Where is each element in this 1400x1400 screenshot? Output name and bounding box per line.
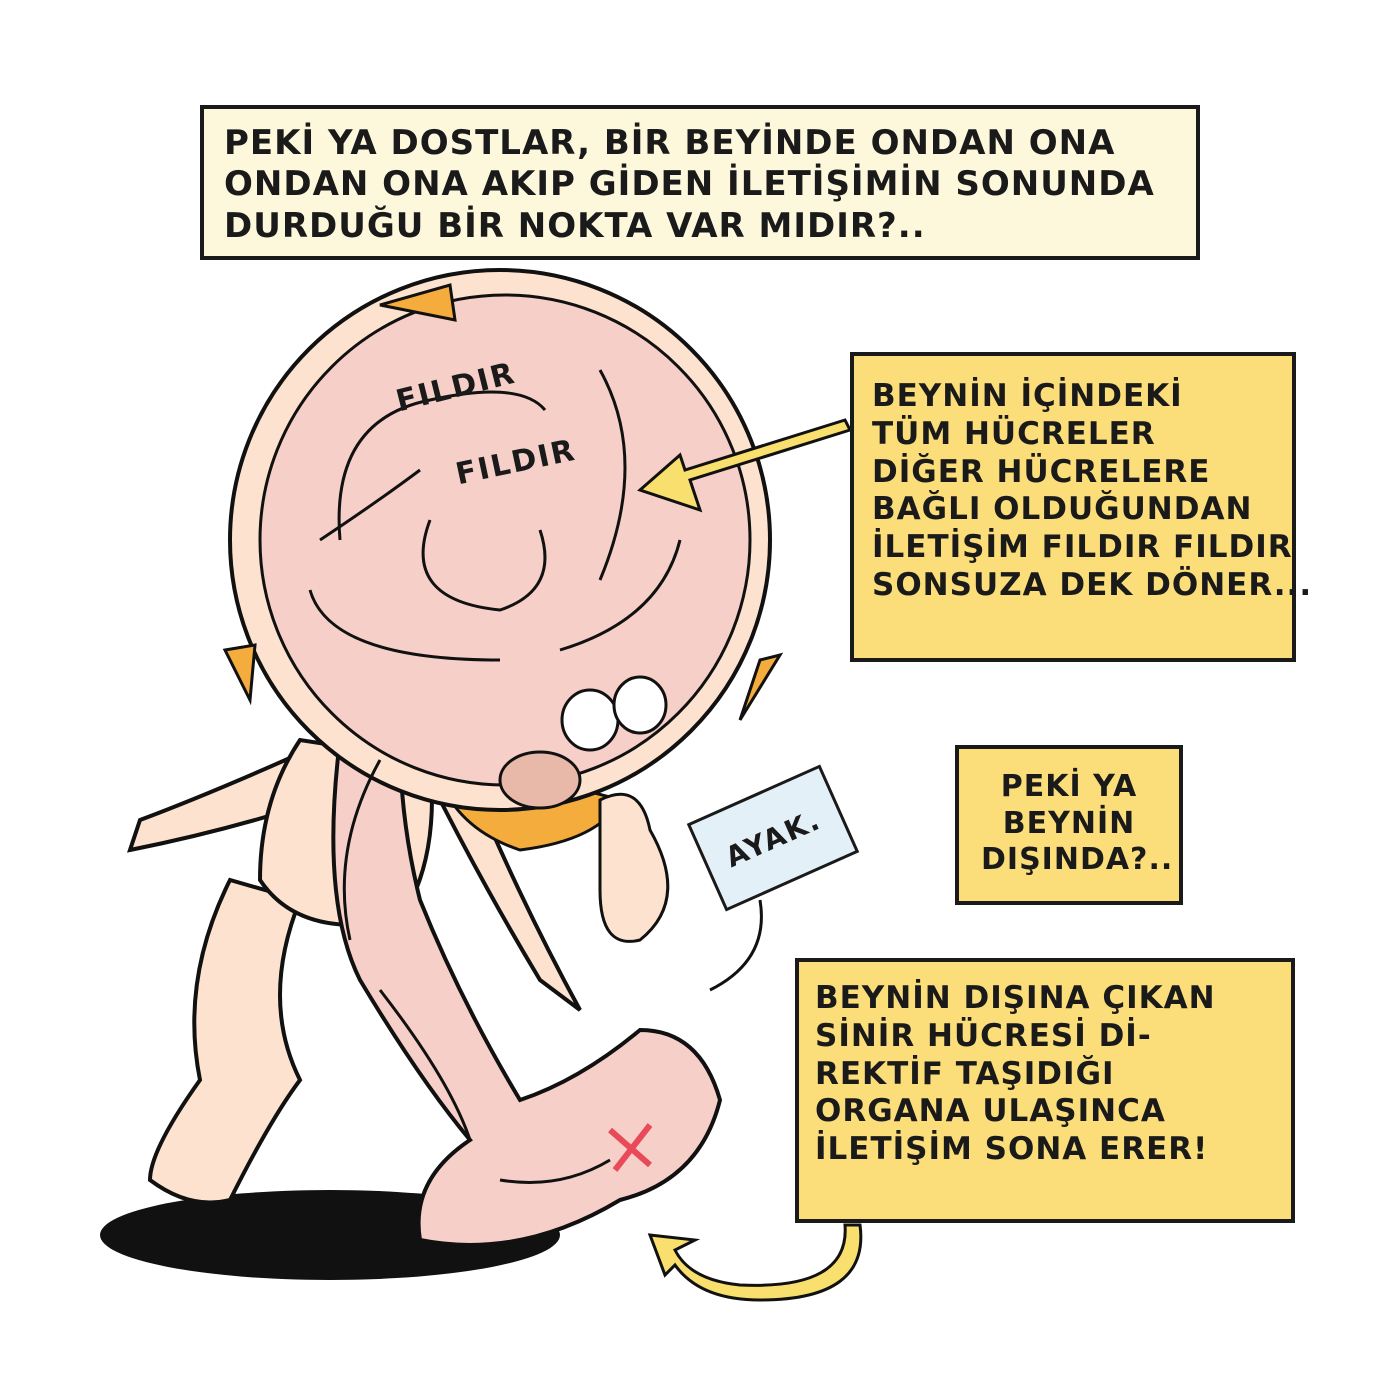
question-caption-box: PEKİ YA BEYNİN DIŞINDA?.. bbox=[955, 745, 1183, 905]
hair-tuft-left bbox=[222, 643, 257, 706]
caption-line: REKTİF TAŞIDIĞI bbox=[815, 1055, 1115, 1092]
inside-brain-caption-box: BEYNİN İÇİNDEKİ TÜM HÜCRELER DİĞER HÜCRE… bbox=[850, 352, 1313, 662]
caption-line: İLETİŞİM SONA ERER! bbox=[815, 1131, 1209, 1168]
caption-line: PEKİ YA DOSTLAR, BİR BEYİNDE ONDAN ONA bbox=[224, 123, 1116, 163]
caption-line: BEYNİN İÇİNDEKİ bbox=[872, 378, 1183, 414]
nose bbox=[498, 750, 582, 810]
caption-line: İLETİŞİM FILDIR FILDIR bbox=[872, 529, 1293, 566]
hair-tuft-right bbox=[738, 652, 784, 721]
caption-line: SONSUZA DEK DÖNER... bbox=[872, 567, 1313, 604]
caption-line: DIŞINDA?.. bbox=[981, 842, 1174, 878]
hair-tuft-top bbox=[379, 283, 457, 322]
back-leg bbox=[147, 877, 303, 1205]
caption-line: DURDUĞU BİR NOKTA VAR MIDIR?.. bbox=[224, 205, 926, 246]
caption-line: PEKİ YA bbox=[1000, 769, 1138, 804]
eye-left bbox=[560, 688, 620, 752]
caption-line: ORGANA ULAŞINCA bbox=[815, 1093, 1166, 1130]
caption-line: BEYNİN DIŞINA ÇIKAN bbox=[815, 980, 1216, 1016]
caption-line: DİĞER HÜCRELERE bbox=[872, 453, 1211, 490]
top-caption-box: PEKİ YA DOSTLAR, BİR BEYİNDE ONDAN ONA O… bbox=[200, 105, 1200, 260]
front-leg-nerve bbox=[331, 738, 723, 1247]
caption-line: SİNİR HÜCRESİ Dİ- bbox=[815, 1017, 1152, 1054]
eye-right bbox=[612, 675, 668, 735]
caption-line: BAĞLI OLDUĞUNDAN bbox=[872, 491, 1253, 528]
ayak-pointer-arrow bbox=[709, 899, 763, 992]
fildir-swirl-arrows bbox=[308, 369, 682, 1184]
caption-arrow-outside bbox=[647, 1223, 863, 1302]
chin bbox=[598, 792, 670, 943]
caption-line: ONDAN ONA AKIP GİDEN İLETİŞİMİN SONUNDA bbox=[224, 164, 1155, 205]
arm-right bbox=[426, 778, 582, 1012]
caption-arrow-inside bbox=[637, 418, 853, 513]
caption-line: TÜM HÜCRELER bbox=[872, 415, 1156, 452]
caption-line: BEYNİN bbox=[1002, 805, 1136, 841]
x-mark-icon bbox=[608, 1123, 653, 1172]
outside-brain-caption-box: BEYNİN DIŞINA ÇIKAN SİNİR HÜCRESİ Dİ- RE… bbox=[795, 958, 1295, 1223]
